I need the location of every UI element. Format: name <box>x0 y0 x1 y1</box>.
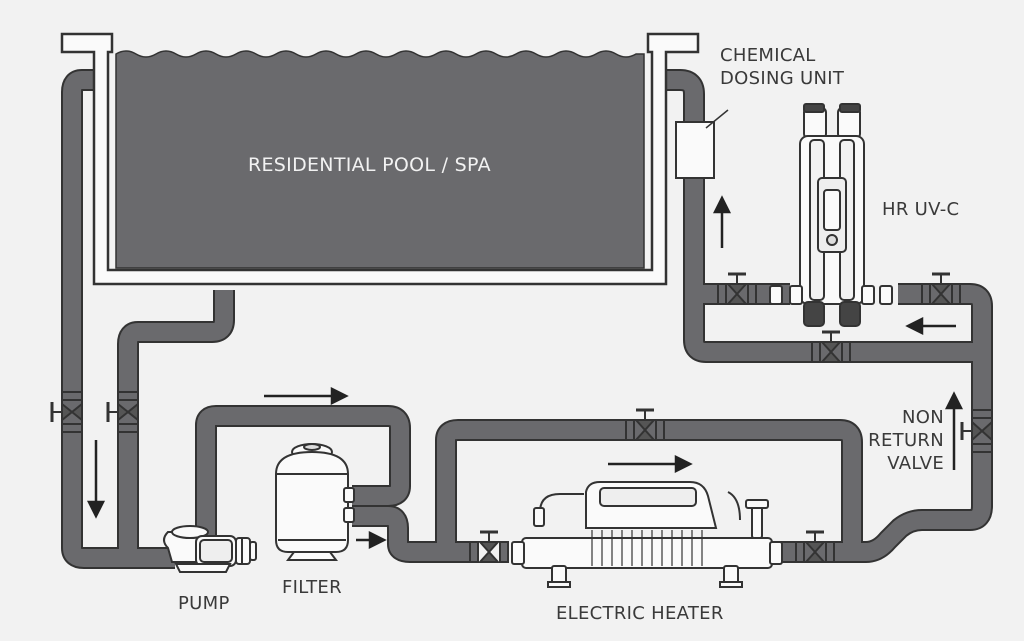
hr-uv-c-unit <box>769 103 893 327</box>
valve-skimmer-line <box>50 391 83 433</box>
sand-filter <box>275 443 355 561</box>
label-hr-uv-c: HR UV-C <box>882 199 960 220</box>
label-electric-heater: ELECTRIC HEATER <box>556 603 724 624</box>
valve-uv-outlet <box>921 272 961 305</box>
chemical-dosing-unit <box>675 109 729 179</box>
flow-arrows <box>86 195 964 550</box>
flow-arrow-up-return <box>944 391 964 470</box>
label-pump: PUMP <box>178 593 230 614</box>
non-return-valve <box>960 409 993 453</box>
pool-water <box>115 50 645 269</box>
valve-uv-inlet <box>717 272 757 305</box>
label-pool: RESIDENTIAL POOL / SPA <box>248 154 491 176</box>
valve-main-drain-line <box>106 391 139 433</box>
pump <box>163 525 257 573</box>
label-filter: FILTER <box>282 577 342 598</box>
flow-arrow-down-suction <box>86 440 106 519</box>
valve-heater-inlet <box>469 530 509 563</box>
flow-arrow-left-uv-bypass <box>905 316 956 336</box>
valve-heater-outlet <box>795 530 835 563</box>
valve-uv-bypass <box>811 330 851 363</box>
pool-tank <box>60 32 700 286</box>
flow-arrow-right-top <box>264 386 349 406</box>
valve-heater-bypass <box>625 408 665 441</box>
electric-heater <box>511 481 783 588</box>
flow-arrow-right-heater <box>608 454 693 474</box>
isolation-valves <box>50 272 993 563</box>
label-chemical-dosing-unit: CHEMICAL DOSING UNIT <box>720 45 845 89</box>
flow-arrow-right-filter <box>356 530 387 550</box>
label-non-return-valve: NON RETURN VALVE <box>868 407 944 474</box>
flow-arrow-up-dosing <box>712 195 732 248</box>
pipe-network <box>61 69 993 569</box>
